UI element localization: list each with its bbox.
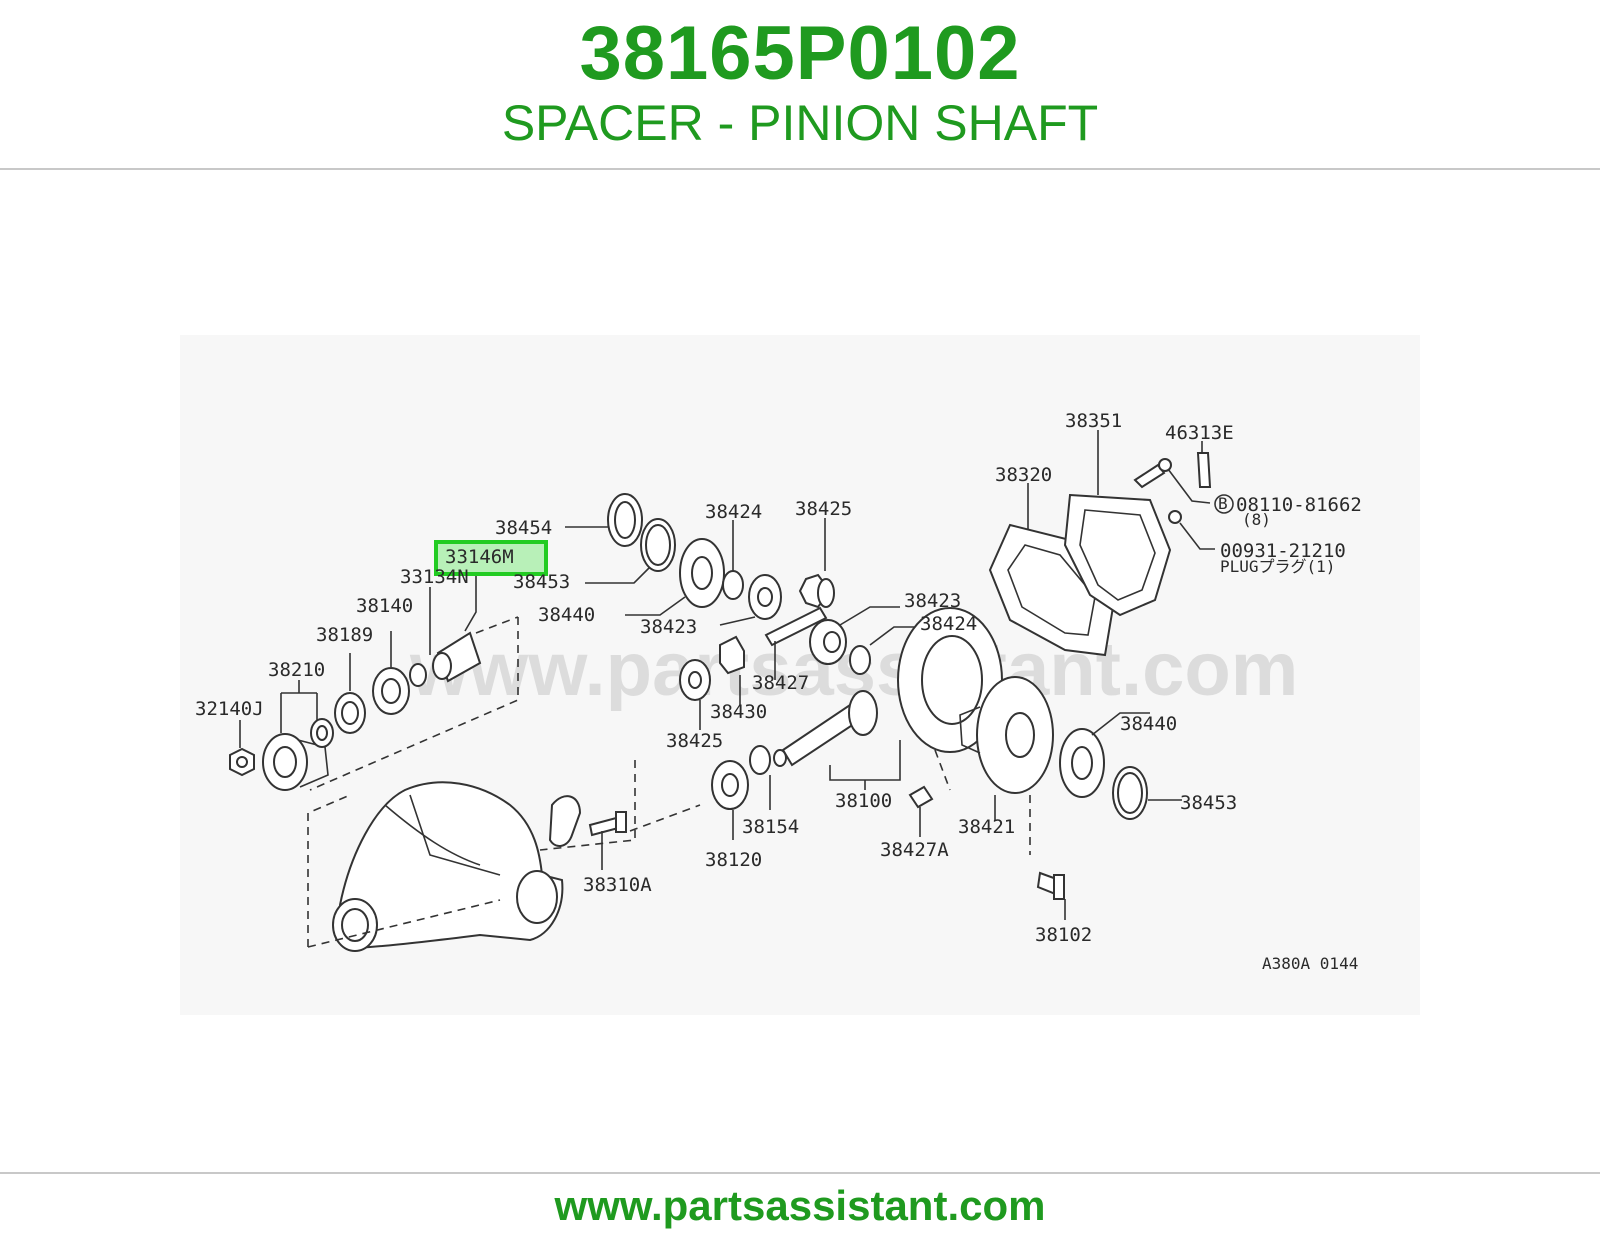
clip-46313e[interactable]	[1196, 452, 1212, 488]
label-38154[interactable]: 38154	[742, 816, 799, 838]
header-divider	[0, 168, 1600, 170]
label-38320[interactable]: 38320	[995, 464, 1052, 486]
front-pinion-bearing-38140[interactable]	[372, 667, 410, 715]
label-38427a[interactable]: 38427A	[880, 839, 949, 861]
bearing-cap[interactable]	[548, 795, 582, 847]
footer-website-link[interactable]: www.partsassistant.com	[554, 1182, 1046, 1229]
pinion-height-washer-38154[interactable]	[749, 745, 771, 775]
exploded-view: www.partsassistant.com	[195, 410, 1362, 973]
pinion-mate-shaft[interactable]	[764, 606, 828, 647]
label-00931-21210[interactable]: 00931-21210	[1220, 540, 1346, 562]
taper-ring-38454[interactable]	[607, 493, 643, 547]
label-plug: PLUGプラグ(1)	[1220, 557, 1335, 576]
part-number: 38165P0102	[579, 11, 1021, 96]
label-38423-right[interactable]: 38423	[904, 590, 961, 612]
label-38424-upper[interactable]: 38424	[705, 501, 762, 523]
side-gear-washer-38424-lower[interactable]	[849, 645, 871, 675]
lock-pin-block-38427[interactable]	[719, 635, 745, 675]
label-33146m-highlighted[interactable]: 33146M	[445, 546, 514, 568]
label-38100[interactable]: 38100	[835, 790, 892, 812]
label-38453[interactable]: 38453	[513, 571, 570, 593]
dust-cover-38210[interactable]	[310, 718, 334, 748]
pinion-shaft-spacer-33146m[interactable]	[432, 631, 482, 683]
pinion-mate-gear-38423-upper[interactable]	[748, 574, 782, 620]
differential-case-38421[interactable]	[959, 676, 1054, 794]
pinion-washer-33134n[interactable]	[409, 663, 427, 687]
label-38189[interactable]: 38189	[316, 624, 373, 646]
side-gear-38423-lower[interactable]	[809, 619, 847, 665]
lock-pin-38427a[interactable]	[908, 785, 934, 809]
oil-plug[interactable]	[1168, 510, 1182, 524]
label-38427[interactable]: 38427	[752, 672, 809, 694]
label-32140j[interactable]: 32140J	[195, 698, 264, 720]
companion-flange[interactable]	[262, 733, 329, 791]
drive-pinion-ring-gear-set-38100[interactable]	[773, 607, 1003, 767]
ring-gear-bolt-38102[interactable]	[1036, 871, 1065, 900]
label-38310a[interactable]: 38310A	[583, 874, 652, 896]
side-gear-38425-upper[interactable]	[798, 573, 835, 609]
label-33134n[interactable]: 33134N	[400, 566, 469, 588]
rear-cover-38351[interactable]	[1063, 493, 1172, 617]
side-bearing-38440-left[interactable]	[679, 538, 725, 608]
label-08110-qty: (8)	[1242, 510, 1271, 529]
label-38421[interactable]: 38421	[958, 816, 1015, 838]
pinion-mate-gear-38425-lower[interactable]	[679, 659, 711, 701]
adjusting-shim-38453-right[interactable]	[1112, 766, 1148, 820]
cover-bolt[interactable]	[1133, 458, 1172, 489]
label-46313e[interactable]: 46313E	[1165, 422, 1234, 444]
label-38430[interactable]: 38430	[710, 701, 767, 723]
label-38454[interactable]: 38454	[495, 517, 552, 539]
label-38424-lower[interactable]: 38424	[920, 613, 977, 635]
diagram-code: A380A 0144	[1262, 954, 1358, 973]
highlight-box	[434, 540, 548, 576]
label-38351[interactable]: 38351	[1065, 410, 1122, 432]
side-gear-washer-38424-upper[interactable]	[722, 570, 744, 600]
label-38440-right[interactable]: 38440	[1120, 713, 1177, 735]
label-38102[interactable]: 38102	[1035, 924, 1092, 946]
label-38210[interactable]: 38210	[268, 659, 325, 681]
label-38120[interactable]: 38120	[705, 849, 762, 871]
label-38440-left[interactable]: 38440	[538, 604, 595, 626]
label-38425-upper[interactable]: 38425	[795, 498, 852, 520]
companion-flange-nut[interactable]	[229, 747, 255, 777]
label-38423-left[interactable]: 38423	[640, 616, 697, 638]
side-bearing-38440-right[interactable]	[1059, 728, 1105, 798]
label-38140[interactable]: 38140	[356, 595, 413, 617]
parts-diagram: www.partsassistant.com	[180, 335, 1420, 1015]
bolt-marker: B	[1218, 494, 1228, 513]
page-header: 38165P0102 SPACER - PINION SHAFT	[0, 0, 1600, 170]
pinion-bearing-38120[interactable]	[711, 760, 749, 810]
cap-bolt-38310a[interactable]	[588, 811, 627, 837]
part-name: SPACER - PINION SHAFT	[501, 95, 1099, 151]
differential-carrier-housing[interactable]	[332, 781, 564, 952]
oil-seal-38189[interactable]	[334, 692, 366, 734]
label-38453-right[interactable]: 38453	[1180, 792, 1237, 814]
adjusting-shim-38453[interactable]	[640, 518, 676, 572]
footer-divider	[0, 1172, 1600, 1174]
label-08110-81662[interactable]: 08110-81662	[1236, 494, 1362, 516]
label-38425-lower[interactable]: 38425	[666, 730, 723, 752]
